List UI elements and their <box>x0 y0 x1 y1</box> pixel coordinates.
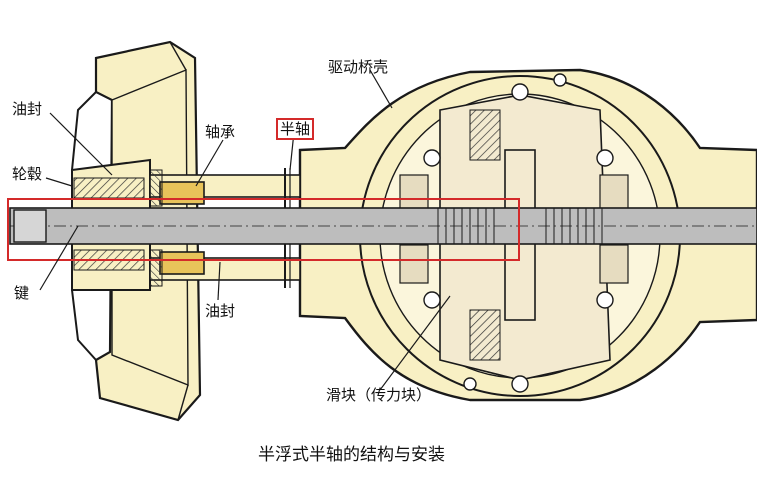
label-oil-seal-top: 油封 <box>12 100 43 118</box>
half-shaft <box>9 207 757 245</box>
leader-lines <box>39 69 451 391</box>
half-shaft-highlight <box>7 198 520 261</box>
diagram-caption: 半浮式半轴的结构与安装 <box>258 445 445 465</box>
wheel-bearing <box>149 169 205 287</box>
label-axle-housing: 驱动桥壳 <box>328 58 389 76</box>
label-key: 键 <box>14 284 30 302</box>
label-slider: 滑块（传力块） <box>326 386 432 404</box>
label-half-shaft: 半轴 <box>276 118 315 140</box>
label-hub: 轮毂 <box>12 165 43 183</box>
label-oil-seal-bottom: 油封 <box>205 302 236 320</box>
label-bearing: 轴承 <box>205 123 236 141</box>
